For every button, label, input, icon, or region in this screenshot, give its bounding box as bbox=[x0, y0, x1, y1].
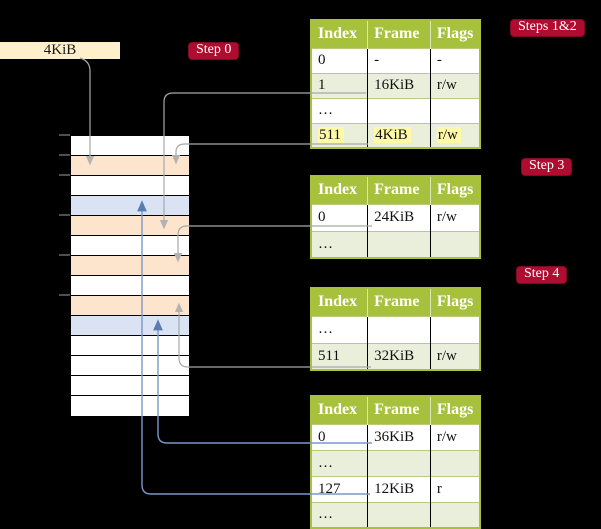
table-cell: 1 bbox=[311, 72, 369, 98]
table-cell bbox=[367, 230, 431, 258]
badge-steps-1-2: Steps 1&2 bbox=[510, 19, 585, 37]
memory-frame-row-blue bbox=[71, 196, 189, 216]
memory-frame-row-white bbox=[71, 336, 189, 356]
table-cell: 511 bbox=[311, 342, 369, 370]
table-cell: 0 bbox=[311, 203, 369, 231]
memory-frame-row-blue bbox=[71, 316, 189, 336]
badge-step-0: Step 0 bbox=[188, 42, 240, 60]
table-cell: - bbox=[430, 47, 480, 73]
column-header-index: Index bbox=[311, 176, 369, 204]
table-cell: r/w bbox=[430, 72, 480, 98]
column-header-frame: Frame bbox=[367, 176, 431, 204]
table-cell: 511 bbox=[311, 122, 369, 148]
table-cell bbox=[430, 230, 480, 258]
column-header-index: Index bbox=[311, 288, 369, 316]
table-row: 0-- bbox=[311, 47, 480, 73]
table-cell: 4KiB bbox=[367, 122, 431, 148]
memory-frame-row-white bbox=[71, 236, 189, 256]
table-cell bbox=[367, 315, 431, 343]
highlighted-value: 4KiB bbox=[374, 126, 411, 143]
table-row: … bbox=[311, 501, 480, 528]
badge-step-4: Step 4 bbox=[516, 266, 568, 284]
table-row: … bbox=[311, 315, 480, 343]
column-header-index: Index bbox=[311, 20, 369, 48]
table-cell bbox=[367, 501, 431, 528]
table-cell bbox=[367, 449, 431, 476]
table-cell: r/w bbox=[430, 342, 480, 370]
table-cell: 0 bbox=[311, 47, 369, 73]
table-cell: 32KiB bbox=[367, 342, 431, 370]
table-row: … bbox=[311, 230, 480, 258]
memory-frame-row-peach bbox=[71, 256, 189, 276]
memory-frame-row-white bbox=[71, 176, 189, 196]
memory-address-ticks bbox=[59, 134, 70, 296]
badge-step-3: Step 3 bbox=[521, 158, 573, 176]
table-cell: 0 bbox=[311, 423, 369, 450]
table-cell: 36KiB bbox=[367, 423, 431, 450]
table-cell bbox=[430, 501, 480, 528]
table-cell: … bbox=[311, 501, 369, 528]
table-cell: 24KiB bbox=[367, 203, 431, 231]
column-header-flags: Flags bbox=[430, 288, 480, 316]
table-cell: 127 bbox=[311, 475, 369, 502]
memory-frame-row-white bbox=[71, 276, 189, 296]
physical-memory-column bbox=[70, 135, 190, 417]
highlighted-value: r/w bbox=[436, 126, 461, 143]
table-row: … bbox=[311, 97, 480, 123]
table-cell: r/w bbox=[430, 423, 480, 450]
memory-frame-row-peach bbox=[71, 216, 189, 236]
column-header-index: Index bbox=[311, 396, 369, 424]
table-cell: … bbox=[311, 97, 369, 123]
table-cell: r/w bbox=[430, 203, 480, 231]
column-header-frame: Frame bbox=[367, 288, 431, 316]
memory-frame-row-peach bbox=[71, 156, 189, 176]
memory-frame-row-white bbox=[71, 356, 189, 376]
table-cell: r/w bbox=[430, 122, 480, 148]
table-row: 511 4KiB r/w bbox=[311, 122, 480, 148]
table-cell bbox=[430, 315, 480, 343]
table-cell: - bbox=[367, 47, 431, 73]
memory-frame-row-white bbox=[71, 396, 189, 416]
page-size-box: 4KiB bbox=[0, 42, 120, 59]
table-cell bbox=[367, 97, 431, 123]
table-cell bbox=[430, 449, 480, 476]
highlighted-value: 511 bbox=[318, 126, 344, 143]
column-header-frame: Frame bbox=[367, 20, 431, 48]
column-header-flags: Flags bbox=[430, 396, 480, 424]
table-row: … bbox=[311, 449, 480, 476]
column-header-frame: Frame bbox=[367, 396, 431, 424]
memory-frame-row-white bbox=[71, 376, 189, 396]
table-cell: … bbox=[311, 230, 369, 258]
memory-frame-row-peach bbox=[71, 296, 189, 316]
table-cell: 16KiB bbox=[367, 72, 431, 98]
table-cell bbox=[430, 97, 480, 123]
table-cell: 12KiB bbox=[367, 475, 431, 502]
memory-frame-row-white bbox=[71, 136, 189, 156]
column-header-flags: Flags bbox=[430, 176, 480, 204]
table-cell: … bbox=[311, 315, 369, 343]
table-cell: r bbox=[430, 475, 480, 502]
column-header-flags: Flags bbox=[430, 20, 480, 48]
table-cell: … bbox=[311, 449, 369, 476]
